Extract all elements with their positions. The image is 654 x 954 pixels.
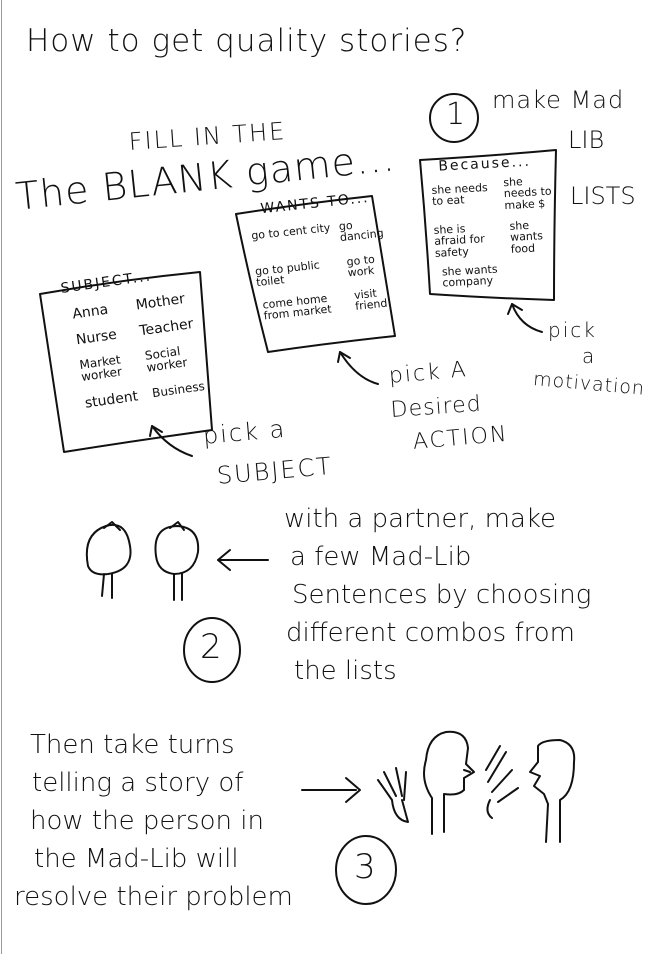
subject-item: Nurse <box>74 326 118 348</box>
action-arrow-head <box>337 351 351 363</box>
talker-left-hand <box>377 767 409 823</box>
subject-caption-line1: pick a <box>201 414 288 450</box>
motivation-items: she needs to eat she needs to make $ she… <box>431 174 561 290</box>
subject-card <box>39 271 213 453</box>
action-item: visit friend <box>353 286 389 314</box>
step2-arrow-head <box>217 549 231 571</box>
subject-item: Market worker <box>78 352 123 385</box>
motivation-list: Because... she needs to eat she needs to… <box>430 154 561 291</box>
person-right-neck <box>173 573 183 601</box>
motivation-card <box>419 149 557 301</box>
action-card <box>235 195 396 353</box>
person-right-head <box>154 525 200 575</box>
talker-left-head <box>423 730 475 835</box>
motivation-arrow <box>511 303 543 333</box>
action-items: go to cent city go dancing go to public … <box>246 210 397 334</box>
motivation-caption-line2: a <box>582 344 595 368</box>
action-item: come home from market <box>261 291 333 323</box>
step1-label-line1: make Mad <box>492 86 625 114</box>
page-title: How to get quality stories? <box>26 23 468 59</box>
step3-line: Then take turns <box>30 730 235 760</box>
subject-item: Business <box>151 378 206 400</box>
step2-line: with a partner, make <box>284 504 557 534</box>
motivation-item: she needs to make $ <box>502 174 552 212</box>
step3-line: the Mad-Lib will <box>34 844 239 874</box>
step3-arrow-head <box>345 777 361 803</box>
motivation-item: she wants food <box>509 218 544 256</box>
step2-circle <box>183 617 241 683</box>
talker-right-head <box>529 739 576 843</box>
step2-line: different combos from <box>286 618 575 648</box>
step1-label-line2: LIB <box>568 126 605 154</box>
step3-line: telling a story of <box>32 768 244 798</box>
subject-arrow <box>151 425 193 457</box>
subject-arrow-head <box>149 425 163 437</box>
motivation-arrow-head <box>507 303 523 315</box>
talker-right-hand <box>485 745 519 819</box>
subject-item: Teacher <box>138 315 195 340</box>
step2-text: with a partner, make a few Mad-Lib Sente… <box>284 506 591 684</box>
step2-number: 2 <box>200 627 222 667</box>
step3-line: how the person in <box>30 806 264 836</box>
step1-label-line3: LISTS <box>570 182 636 210</box>
step2-line: Sentences by choosing <box>292 580 592 610</box>
action-list: WANTS TO... go to cent city go dancing g… <box>244 189 397 334</box>
motivation-caption-line1: pick <box>548 318 597 342</box>
step2-line: a few Mad-Lib <box>290 542 472 572</box>
step1-number: 1 <box>446 97 466 132</box>
step3-line: resolve their problem <box>14 882 293 912</box>
step3-circle <box>335 835 397 905</box>
person-left-head-mark <box>103 521 121 531</box>
motivation-item: she is afraid for safety <box>433 221 486 260</box>
action-item: go dancing <box>338 218 385 245</box>
step3-text: Then take turns telling a story of how t… <box>14 730 293 910</box>
person-right-head-mark <box>169 521 185 531</box>
subject-item: Mother <box>134 290 186 314</box>
page-border <box>1 0 2 954</box>
step1-circle <box>429 93 479 143</box>
subject-item: student <box>83 388 140 412</box>
action-item: go to work <box>345 252 376 280</box>
step2-line: the lists <box>294 656 397 686</box>
subject-list: SUBJECT... Anna Mother Nurse Teacher Mar… <box>46 263 214 425</box>
talker-mouth <box>463 769 471 773</box>
action-arrow <box>339 351 379 385</box>
motivation-item: she wants company <box>441 262 498 290</box>
subject-item: Anna <box>71 301 110 323</box>
person-left-head <box>85 524 132 576</box>
action-item: go to cent city <box>250 220 331 243</box>
step3-number: 3 <box>354 847 376 887</box>
motivation-item: she needs to eat <box>431 180 489 209</box>
subject-items: Anna Mother Nurse Teacher Market worker … <box>49 286 214 426</box>
person-left-neck <box>101 573 113 599</box>
action-item: go to public toilet <box>254 258 321 290</box>
subject-item: Social worker <box>143 343 189 376</box>
